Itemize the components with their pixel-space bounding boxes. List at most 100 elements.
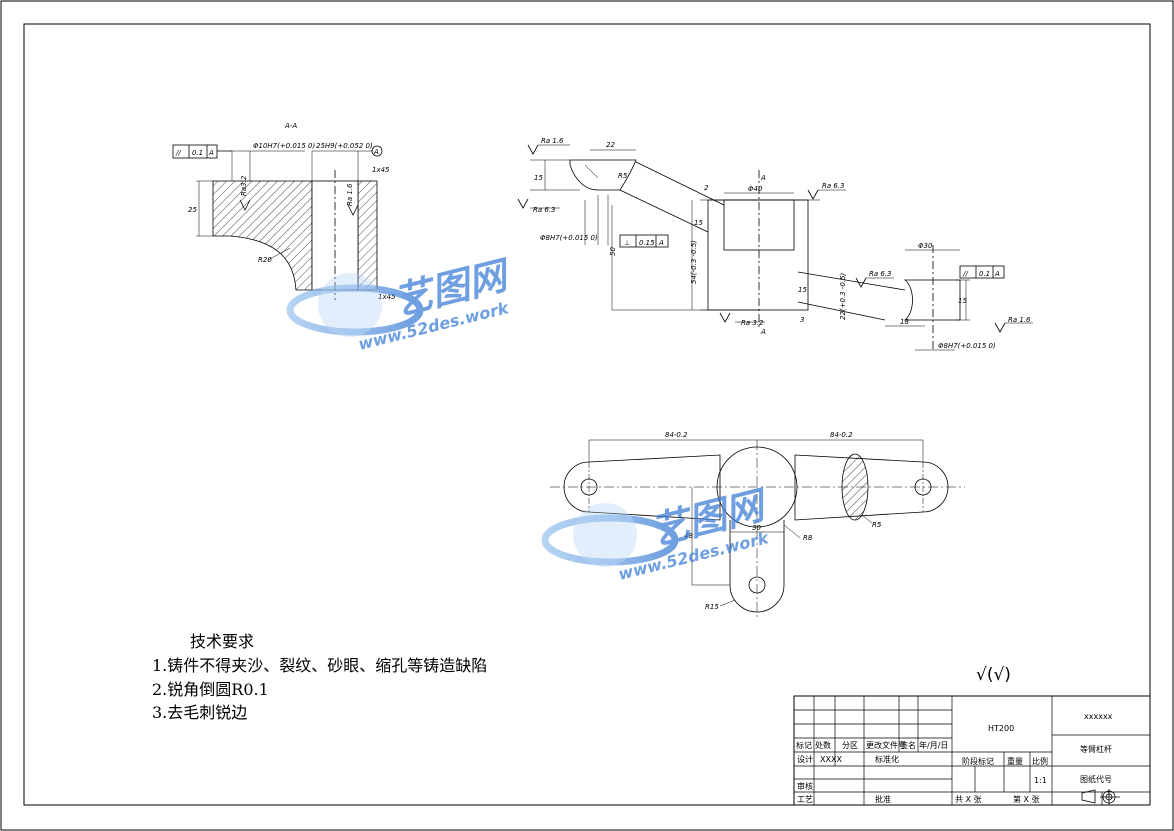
dim-small: 2 bbox=[704, 184, 709, 192]
dim-radius: R20 bbox=[258, 256, 272, 264]
dim-chamfer-bottom: 1x45 bbox=[378, 293, 396, 301]
dim-d30: Φ30 bbox=[918, 242, 933, 250]
plan-view: 84-0.2 84-0.2 48 30 R8 R5 R15 bbox=[550, 431, 965, 620]
dim-left-height: 15 bbox=[534, 174, 543, 182]
ra-6: Ra 1.6 bbox=[1008, 316, 1031, 324]
dim-chamfer-top: 1x45 bbox=[372, 166, 390, 174]
ra-3: Ra 6.3 bbox=[822, 182, 845, 190]
right-lug bbox=[794, 454, 949, 521]
bottom-hole bbox=[748, 576, 766, 594]
tech-item-1: 1.铸件不得夹沙、裂纹、砂眼、缩孔等铸造缺陷 bbox=[152, 656, 487, 675]
dim-w30: 30 bbox=[752, 524, 761, 532]
dim-mid-h: 15 bbox=[694, 219, 703, 227]
projection-symbol-icon bbox=[1081, 789, 1120, 805]
dim-main-h: 54(-0.3 -0.5) bbox=[690, 240, 698, 284]
parallelism-frame-right: // 0.1 A bbox=[959, 265, 1005, 279]
tol-left-symbol: ⊥ bbox=[624, 239, 630, 247]
tb-standardize: 标准化 bbox=[875, 754, 899, 764]
section-body-left bbox=[212, 180, 313, 291]
section-marker-top: A bbox=[760, 174, 766, 182]
tb-row-date: 年/月/日 bbox=[919, 740, 948, 750]
perpendicularity-frame: ⊥ 0.15 A bbox=[619, 234, 669, 248]
tb-approve: 批准 bbox=[875, 794, 891, 804]
rough-symbol-bore bbox=[347, 204, 359, 216]
tech-title: 技术要求 bbox=[190, 632, 254, 651]
left-hole bbox=[580, 478, 598, 496]
tb-sheet-no: 第 X 张 bbox=[1013, 794, 1040, 804]
center-boss bbox=[716, 446, 798, 528]
tb-scale-value: 1:1 bbox=[1034, 776, 1047, 785]
side-view: 22 R5 15 Φ8H7(+0.015 0) 50 2 54(-0.3 -0.… bbox=[517, 137, 1033, 351]
dim-top-width: 22 bbox=[606, 141, 615, 149]
tb-review: 审核 bbox=[797, 781, 813, 791]
tb-row-sign: 签名 bbox=[900, 740, 916, 750]
dim-right-bore: Φ8H7(+0.015 0) bbox=[938, 342, 996, 350]
tb-material: HT200 bbox=[988, 724, 1014, 733]
rough-bore: Ra 1.6 bbox=[346, 183, 354, 206]
tb-row-count: 处数 bbox=[815, 740, 831, 750]
dim-height: 25 bbox=[188, 206, 197, 214]
tb-part-name: 等臂杠杆 bbox=[1080, 744, 1112, 754]
datum-marker bbox=[371, 145, 383, 157]
tol-symbol: // bbox=[175, 149, 181, 157]
inner-border bbox=[23, 23, 1151, 806]
dim-angle-h: 15 bbox=[798, 286, 807, 294]
tol-value: 0.1 bbox=[192, 149, 203, 157]
tb-drawing-no: xxxxxx bbox=[1084, 712, 1113, 721]
tb-process: 工艺 bbox=[797, 795, 813, 804]
title-block bbox=[793, 695, 1151, 806]
parallelism-frame: // 0.1 A bbox=[172, 144, 232, 159]
tb-sheets-total: 共 X 张 bbox=[955, 795, 982, 804]
tech-item-2: 2.锐角倒圆R0.1 bbox=[152, 680, 269, 699]
dim-bottom-3: 3 bbox=[800, 316, 804, 324]
ra-1: Ra 1.6 bbox=[541, 137, 564, 145]
tol-left-datum: A bbox=[658, 239, 664, 247]
dim-right-span: 84-0.2 bbox=[830, 431, 853, 439]
tb-row-change: 更改文件号 bbox=[866, 740, 906, 750]
datum-label: A bbox=[373, 148, 379, 156]
dim-left-offset: 50 bbox=[609, 247, 617, 256]
ra-2: Ra 6.3 bbox=[533, 206, 556, 214]
dim-width: 25H9(+0.052 0) bbox=[316, 142, 373, 150]
tb-row-mark: 标记 bbox=[796, 740, 812, 750]
dim-bore: Φ10H7(+0.015 0) bbox=[253, 142, 315, 150]
tb-drawing-code: 图纸代号 bbox=[1080, 774, 1112, 784]
right-hole bbox=[914, 478, 932, 496]
right-boss bbox=[903, 279, 961, 321]
left-lug bbox=[563, 454, 721, 521]
rough-symbol-left bbox=[239, 199, 251, 211]
rib-section bbox=[841, 453, 869, 521]
tol-datum: A bbox=[208, 149, 214, 157]
tb-weight: 重量 bbox=[1007, 756, 1023, 766]
tol-left-value: 0.15 bbox=[639, 239, 655, 247]
main-block bbox=[707, 199, 809, 311]
title-block-text: HT200 xxxxxx 等臂杠杆 图纸代号 标记 处数 分区 更改文件号 签名… bbox=[796, 712, 1113, 804]
rough-left: Ra3.2 bbox=[240, 175, 248, 196]
dim-left-span: 84-0.2 bbox=[665, 431, 688, 439]
watermark-bottom: 艺图网 www.52des.work bbox=[541, 482, 773, 584]
tol-right-value: 0.1 bbox=[979, 270, 990, 278]
dim-r5-plan: R5 bbox=[872, 521, 882, 529]
roughness-labels: Ra 1.6 Ra 6.3 Ra 6.3 Ra 6.3 Ra 3.2 Ra 1.… bbox=[517, 137, 1033, 333]
dim-right-w: 15 bbox=[958, 297, 967, 305]
dim-r8: R8 bbox=[803, 534, 813, 542]
tb-scale: 比例 bbox=[1032, 756, 1048, 766]
dim-r15: R15 bbox=[705, 603, 719, 611]
roughness-note: √(√) bbox=[976, 665, 1011, 685]
tb-row-zone: 分区 bbox=[842, 741, 858, 750]
tech-item-3: 3.去毛刺锐边 bbox=[152, 703, 247, 722]
tech-requirements: 技术要求 1.铸件不得夹沙、裂纹、砂眼、缩孔等铸造缺陷 2.锐角倒圆R0.1 3… bbox=[152, 632, 487, 722]
dim-r5: R5 bbox=[618, 172, 628, 180]
tb-design-name: XXXX bbox=[820, 755, 842, 764]
section-view: A-A // 0.1 A Φ10H7(+0.015 0) 25H9(+0.052… bbox=[172, 122, 396, 301]
dim-rib-h: 22(+0.3 -0.5) bbox=[839, 272, 847, 320]
dim-right-h: 18 bbox=[900, 318, 909, 326]
ra-4: Ra 6.3 bbox=[869, 270, 892, 278]
tol-right-datum: A bbox=[994, 270, 1000, 278]
tol-right-symbol: // bbox=[962, 270, 968, 278]
dim-left-bore: Φ8H7(+0.015 0) bbox=[540, 234, 598, 242]
section-body-right bbox=[357, 180, 378, 291]
dim-h48: 48 bbox=[684, 532, 693, 540]
section-label: A-A bbox=[284, 122, 297, 130]
